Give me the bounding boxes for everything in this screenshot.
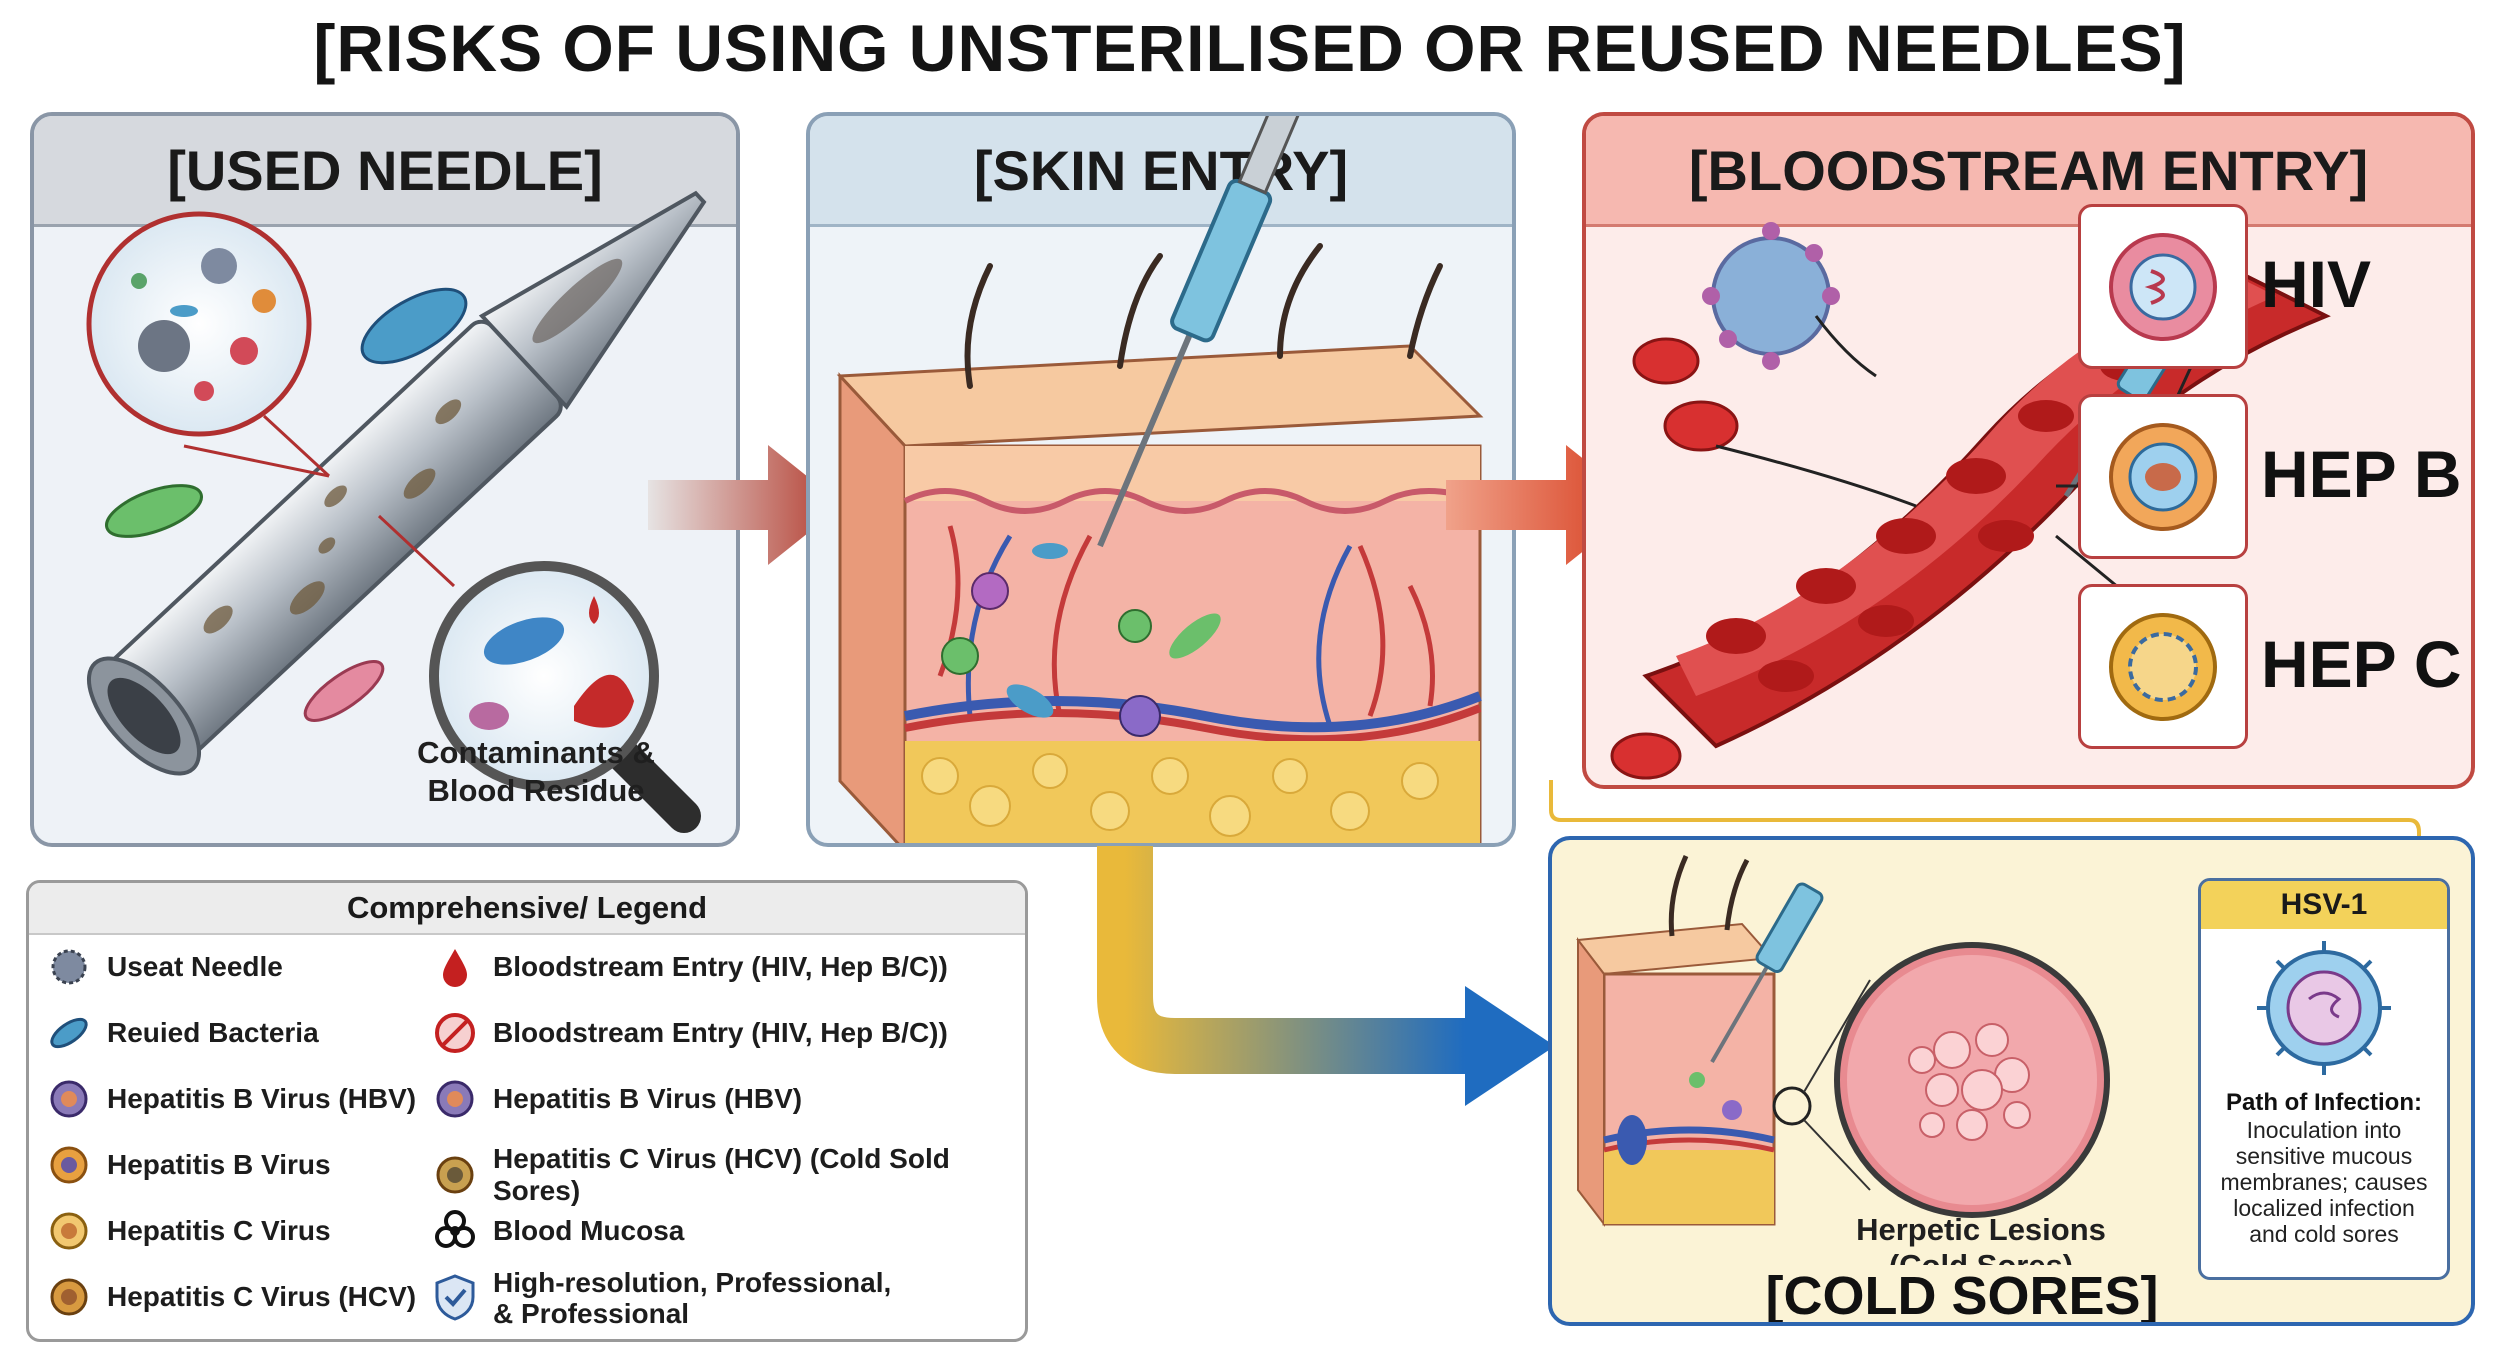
hepc-card — [2078, 584, 2248, 749]
legend-label: Hepatitis B Virus — [107, 1149, 331, 1180]
legend-item: Hepatitis C Virus (HCV) (Cold Sold Sores… — [433, 1143, 1025, 1207]
hepc-virus-icon — [2109, 613, 2217, 721]
virus-amber-icon — [50, 1278, 88, 1316]
skin-cross-section-illustration — [836, 116, 1484, 843]
virus-purple-icon — [50, 1080, 88, 1118]
legend-item: High-resolution, Professional, & Profess… — [433, 1267, 891, 1329]
legend-item: Reuied Bacteria — [47, 1011, 319, 1055]
hiv-card — [2078, 204, 2248, 369]
blood-drop-icon — [443, 949, 467, 987]
legend-label: Reuied Bacteria — [107, 1017, 319, 1048]
legend-item: Bloodstream Entry (HIV, Hep B/C)) — [433, 1011, 948, 1055]
legend-label: Useat Needle — [107, 951, 283, 982]
contaminants-caption-line1: Contaminants & — [417, 735, 655, 770]
hepc-label: HEP C — [2261, 627, 2462, 701]
legend-label: Hepatitis B Virus (HBV) — [107, 1083, 417, 1114]
virus-amber-icon — [436, 1156, 474, 1194]
legend-item: Hepatitis C Virus — [47, 1209, 331, 1253]
legend-label: Hepatitis C Virus (HCV) — [107, 1281, 417, 1312]
page-title: [RISKS OF USING UNSTERILISED OR REUSED N… — [313, 11, 2187, 85]
legend-item: Hepatitis B Virus — [47, 1143, 331, 1187]
hsv1-box: HSV-1 Path of Infection: Inoculation int… — [2198, 878, 2450, 1280]
virus-purple-icon — [436, 1080, 474, 1118]
used-needle-panel: [USED NEEDLE] — [30, 112, 740, 847]
legend-label: Bloodstream Entry (HIV, Hep B/C)) — [493, 1017, 948, 1048]
hepb-card — [2078, 394, 2248, 559]
legend-box: Comprehensive/ Legend Useat Needle Reuie… — [26, 880, 1028, 1342]
legend-item: Hepatitis B Virus (HBV) — [433, 1077, 802, 1121]
hsv1-virus-icon — [2257, 941, 2391, 1075]
skin-entry-heading: [SKIN ENTRY] — [810, 116, 1512, 227]
legend-item: Hepatitis C Virus (HCV) — [47, 1275, 416, 1319]
legend-label: High-resolution, Professional, — [493, 1267, 892, 1298]
contaminants-caption: Contaminants & Blood Residue — [386, 734, 686, 810]
legend-item: Useat Needle — [47, 945, 283, 989]
legend-label: Hepatitis C Virus — [107, 1215, 331, 1246]
hsv1-path-line: membranes; causes — [2220, 1169, 2428, 1195]
legend-label: & Professional — [493, 1298, 690, 1329]
hsv1-path-line: localized infection — [2233, 1195, 2415, 1221]
legend-label: Hepatitis B Virus (HBV) — [493, 1083, 803, 1114]
legend-label: Bloodstream Entry (HIV, Hep B/C)) — [493, 951, 948, 982]
bloodstream-entry-panel: [BLOODSTREAM ENTRY] — [1582, 112, 2475, 789]
hiv-virus-icon — [2109, 233, 2217, 341]
hepb-label: HEP B — [2261, 437, 2462, 511]
arrow-skin-to-cold-sores — [1097, 846, 1555, 1106]
hsv1-path-text: Inoculation into sensitive mucous membra… — [2201, 1117, 2447, 1247]
hsv1-path-line: Inoculation into — [2246, 1117, 2402, 1143]
virus-grey-icon — [51, 949, 87, 985]
used-needle-heading: [USED NEEDLE] — [34, 116, 736, 227]
arrow-needle-to-skin — [648, 445, 843, 565]
shield-check-icon — [435, 1274, 475, 1321]
cold-sores-illustration — [1576, 854, 2110, 1227]
hepb-virus-icon — [2109, 423, 2217, 531]
legend-label-multiline: High-resolution, Professional, & Profess… — [493, 1267, 891, 1329]
legend-item: Blood Mucosa — [433, 1209, 684, 1253]
legend-label: Hepatitis C Virus (HCV) (Cold Sold Sores… — [493, 1143, 950, 1206]
bacteria-icon — [50, 1017, 88, 1049]
used-needle-illustration — [86, 190, 707, 833]
virus-orange-icon — [50, 1146, 88, 1184]
skin-entry-panel: [SKIN ENTRY] — [806, 112, 1516, 847]
hsv1-path-title: Path of Infection: — [2226, 1089, 2422, 1116]
hsv1-path-line: sensitive mucous — [2235, 1143, 2413, 1169]
legend-item: Hepatitis B Virus (HBV) — [47, 1077, 416, 1121]
connector-line — [1549, 780, 2421, 860]
hiv-label: HIV — [2261, 247, 2372, 321]
hsv1-path-line: and cold sores — [2249, 1221, 2399, 1247]
legend-label: Blood Mucosa — [493, 1215, 685, 1246]
cold-sores-heading: [COLD SORES] — [1727, 1265, 2197, 1322]
biohazard-icon — [435, 1210, 475, 1248]
no-needle-icon — [435, 1013, 475, 1053]
bloodstream-heading: [BLOODSTREAM ENTRY] — [1586, 116, 2471, 227]
hsv1-title: HSV-1 — [2201, 881, 2447, 929]
legend-item: Bloodstream Entry (HIV, Hep B/C)) — [433, 945, 948, 989]
legend-title: Comprehensive/ Legend — [29, 883, 1025, 935]
virus-gold-icon — [50, 1212, 88, 1250]
herpetic-lesions-line1: Herpetic Lesions — [1856, 1212, 2106, 1247]
contaminants-caption-line2: Blood Residue — [427, 773, 645, 808]
